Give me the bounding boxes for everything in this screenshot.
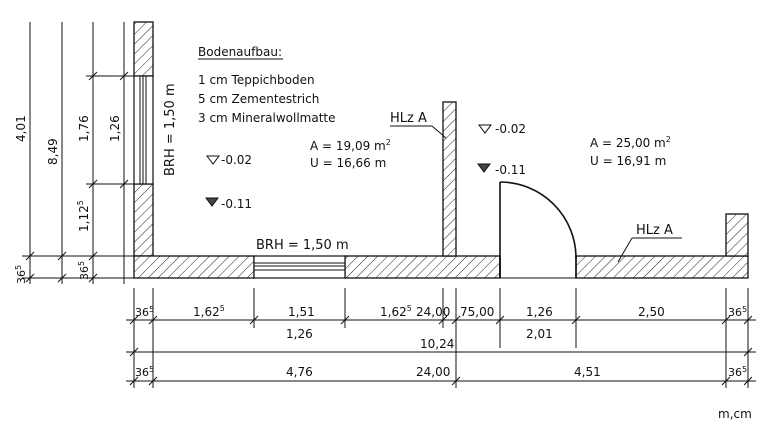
- window-sill-height-floor: BRH = 1,50 m: [256, 238, 349, 253]
- room-left: BRH = 1,50 m A = 19,09 m2 U = 16,66 m -0…: [163, 83, 447, 253]
- legend-layer: 1 cm Teppichboden: [198, 73, 315, 87]
- left-dimensions: 4,01 8,49 1,76 1,26 1,125 365 365: [14, 22, 134, 284]
- room-right-perimeter: U = 16,91 m: [590, 154, 666, 168]
- heater-label-left: HLz A: [390, 111, 427, 126]
- legend-title: Bodenaufbau:: [198, 45, 282, 59]
- dim-total-inner: 8,49: [46, 138, 60, 165]
- level-marker-filled-icon: [477, 163, 491, 173]
- window-bottom: [253, 255, 346, 279]
- dim-r1-d6: 1,26: [526, 305, 553, 319]
- dim-r4-b: 24,00: [416, 365, 450, 379]
- window-sill-height-vertical: BRH = 1,50 m: [163, 83, 178, 176]
- wall-left-upper: [133, 21, 154, 77]
- dim-upper: 1,76: [77, 115, 91, 142]
- dim-wall-a: 365: [14, 265, 28, 284]
- dim-r1-d2: 1,51: [288, 305, 315, 319]
- bottom-dimensions: 365 1,625 1,51 1,625 24,00 75,00 1,26 2,…: [126, 288, 756, 388]
- door: [499, 181, 577, 279]
- dim-r4-a: 4,76: [286, 365, 313, 379]
- room-left-level-top: -0.02: [221, 153, 252, 167]
- room-left-perimeter: U = 16,66 m: [310, 156, 386, 170]
- floor-build-up-legend: Bodenaufbau: 1 cm Teppichboden 5 cm Zeme…: [198, 45, 336, 125]
- dim-r1-d3: 1,625: [380, 304, 412, 319]
- room-right-level-bottom: -0.11: [495, 163, 526, 177]
- room-right-area: A = 25,00 m2: [590, 135, 671, 150]
- wall-right: [725, 213, 749, 257]
- dim-r4-wall-right: 365: [728, 365, 747, 379]
- dim-wall-b: 365: [77, 261, 91, 280]
- wall-bottom-2: [344, 255, 501, 279]
- dim-r4-c: 4,51: [574, 365, 601, 379]
- room-right-level-top: -0.02: [495, 122, 526, 136]
- dim-r1-d7: 2,50: [638, 305, 665, 319]
- dim-r1-wall-right: 365: [728, 305, 747, 319]
- dim-total-outer: 4,01: [14, 115, 28, 142]
- dim-r1-d1: 1,625: [193, 304, 225, 319]
- level-marker-filled-icon: [205, 197, 219, 207]
- dim-r2-b: 2,01: [526, 327, 553, 341]
- unit-label: m,cm: [718, 407, 752, 421]
- dim-r2-a: 1,26: [286, 327, 313, 341]
- dim-r4-wall-left: 365: [135, 365, 154, 379]
- legend-layer: 3 cm Mineralwollmatte: [198, 111, 336, 125]
- dim-window: 1,26: [108, 115, 122, 142]
- level-marker-open-icon: [206, 155, 220, 165]
- legend-layer: 5 cm Zementestrich: [198, 92, 319, 106]
- wall-left-lower: [133, 183, 154, 257]
- room-left-area: A = 19,09 m2: [310, 138, 391, 153]
- wall-bottom-3: [575, 255, 749, 279]
- room-left-level-bottom: -0.11: [221, 197, 252, 211]
- dim-r1-wall-left: 365: [135, 305, 154, 319]
- room-right: -0.02 -0.11 A = 25,00 m2 U = 16,91 m HLz…: [477, 122, 682, 263]
- heater-label-right: HLz A: [636, 223, 673, 238]
- walls: [133, 21, 749, 279]
- dim-lower: 1,125: [76, 200, 91, 232]
- wall-partition: [442, 101, 457, 257]
- window-left: [133, 75, 154, 185]
- level-marker-open-icon: [478, 124, 492, 134]
- dim-r3-total: 10,24: [420, 337, 454, 351]
- dim-r1-d4: 24,00: [416, 305, 450, 319]
- wall-bottom-1: [133, 255, 255, 279]
- dim-r1-d5: 75,00: [460, 305, 494, 319]
